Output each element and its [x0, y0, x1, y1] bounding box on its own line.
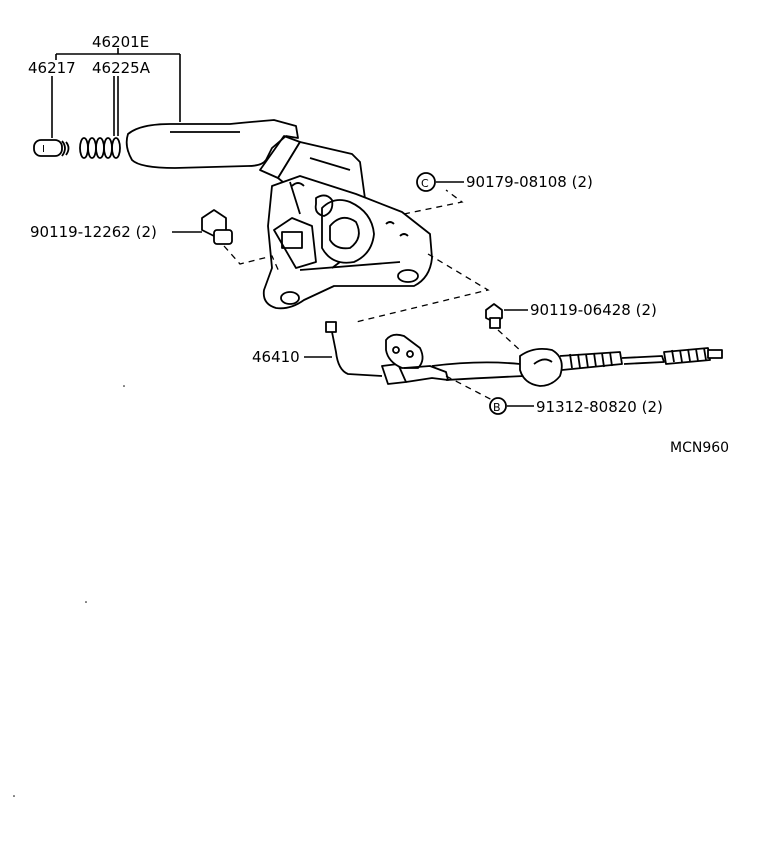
brake-cable-part — [304, 321, 723, 403]
clip-nut-marker: C — [421, 177, 429, 190]
label-cable: 46410 — [252, 348, 300, 366]
label-mount-bolt: 90119-12262 (2) — [30, 223, 157, 241]
label-button: 46217 — [28, 59, 76, 77]
button-marker: I — [42, 144, 45, 155]
label-lever-assembly: 46201E — [92, 33, 149, 51]
clamp-bolt-marker: B — [493, 401, 501, 414]
diagram-code: MCN960 — [670, 440, 729, 456]
label-clip-nut: 90179-08108 (2) — [466, 173, 593, 191]
label-cable-bolt: 90119-06428 (2) — [530, 301, 657, 319]
cable-bolt-part — [485, 303, 528, 353]
lever-bracket-part — [262, 175, 433, 310]
mount-bolt-part — [172, 209, 281, 275]
clamp-bolt-part: B — [489, 397, 534, 415]
lever-assembly-leader-lines — [51, 48, 181, 138]
release-button-part: I — [33, 139, 70, 157]
spring-part — [79, 137, 121, 159]
label-spring: 46225A — [92, 59, 151, 77]
clip-nut-part: C — [403, 172, 464, 215]
label-clamp-bolt: 91312-80820 (2) — [536, 398, 663, 416]
